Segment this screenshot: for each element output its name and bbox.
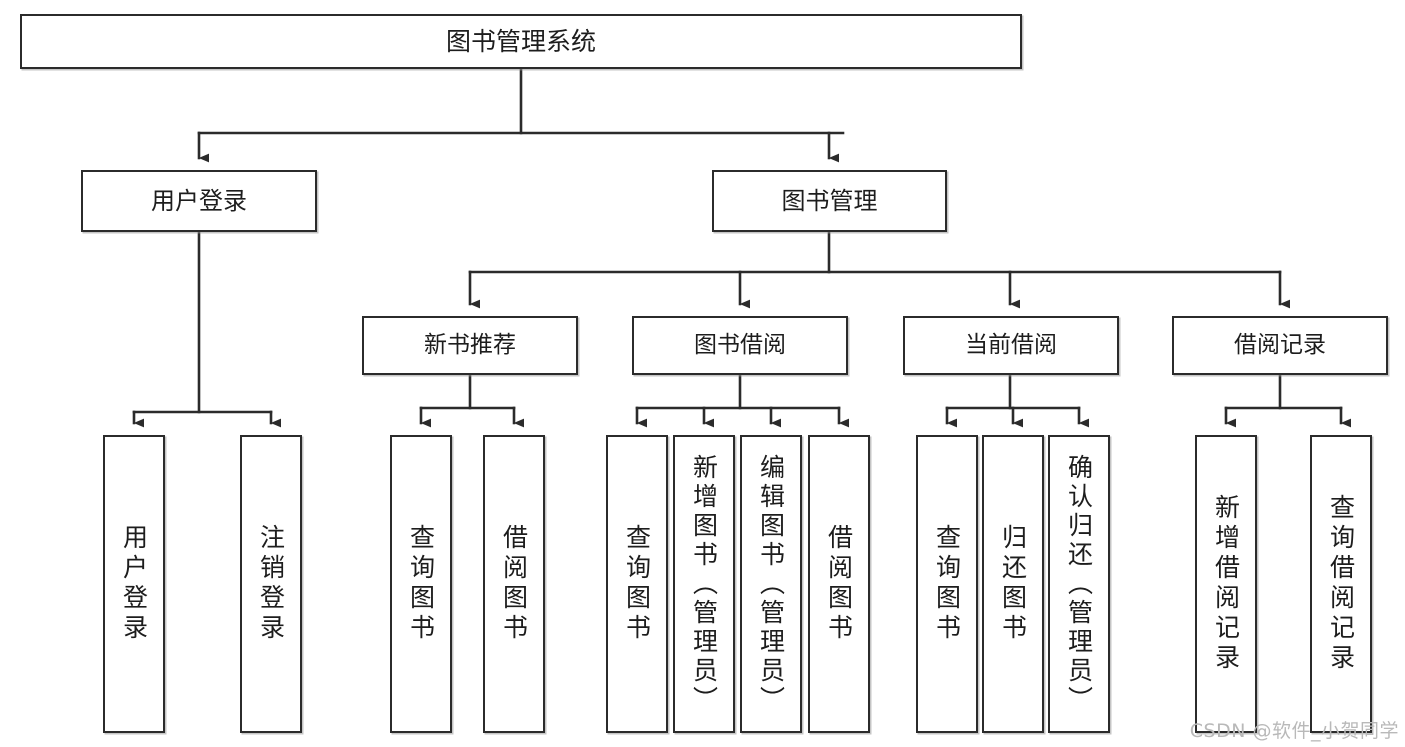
node-label: 确认归还（管理员）	[1064, 453, 1094, 715]
node-label: 借阅图书	[824, 524, 854, 644]
leaf-borrow-borrow-book[interactable]: 借阅图书	[808, 435, 870, 733]
node-label: 用户登录	[119, 524, 149, 644]
leaf-current-confirm-return-admin[interactable]: 确认归还（管理员）	[1048, 435, 1110, 733]
node-borrow-record[interactable]: 借阅记录	[1172, 316, 1388, 375]
leaf-record-query-record[interactable]: 查询借阅记录	[1310, 435, 1372, 733]
node-label: 用户登录	[151, 186, 247, 215]
node-label: 图书借阅	[694, 331, 786, 358]
node-label: 查询图书	[406, 524, 436, 644]
node-label: 查询借阅记录	[1326, 494, 1356, 674]
leaf-record-add-record[interactable]: 新增借阅记录	[1195, 435, 1257, 733]
leaf-user-login-signout[interactable]: 注销登录	[240, 435, 302, 733]
node-book-management[interactable]: 图书管理	[712, 170, 947, 232]
node-label: 查询图书	[932, 524, 962, 644]
leaf-recommend-borrow-book[interactable]: 借阅图书	[483, 435, 545, 733]
node-label: 新增图书（管理员）	[689, 453, 719, 715]
node-label: 查询图书	[622, 524, 652, 644]
watermark-text: CSDN @软件_小贺同学	[1189, 720, 1399, 742]
leaf-user-login-signin[interactable]: 用户登录	[103, 435, 165, 733]
node-label: 当前借阅	[965, 331, 1057, 358]
node-book-borrow[interactable]: 图书借阅	[632, 316, 848, 375]
node-current-borrow[interactable]: 当前借阅	[903, 316, 1119, 375]
leaf-current-return-book[interactable]: 归还图书	[982, 435, 1044, 733]
node-label: 注销登录	[256, 524, 286, 644]
node-label: 借阅记录	[1234, 331, 1326, 358]
node-label: 编辑图书（管理员）	[756, 453, 786, 715]
node-user-login[interactable]: 用户登录	[81, 170, 317, 232]
node-label: 借阅图书	[499, 524, 529, 644]
node-label: 图书管理系统	[445, 26, 596, 56]
leaf-current-query-book[interactable]: 查询图书	[916, 435, 978, 733]
leaf-borrow-edit-book-admin[interactable]: 编辑图书（管理员）	[740, 435, 802, 733]
leaf-recommend-query-book[interactable]: 查询图书	[390, 435, 452, 733]
node-label: 归还图书	[998, 524, 1028, 644]
node-new-book-recommend[interactable]: 新书推荐	[362, 316, 578, 375]
node-root-system[interactable]: 图书管理系统	[20, 14, 1022, 69]
leaf-borrow-query-book[interactable]: 查询图书	[606, 435, 668, 733]
node-label: 图书管理	[781, 186, 878, 215]
leaf-borrow-add-book-admin[interactable]: 新增图书（管理员）	[673, 435, 735, 733]
node-label: 新书推荐	[424, 331, 516, 358]
node-label: 新增借阅记录	[1211, 494, 1241, 674]
